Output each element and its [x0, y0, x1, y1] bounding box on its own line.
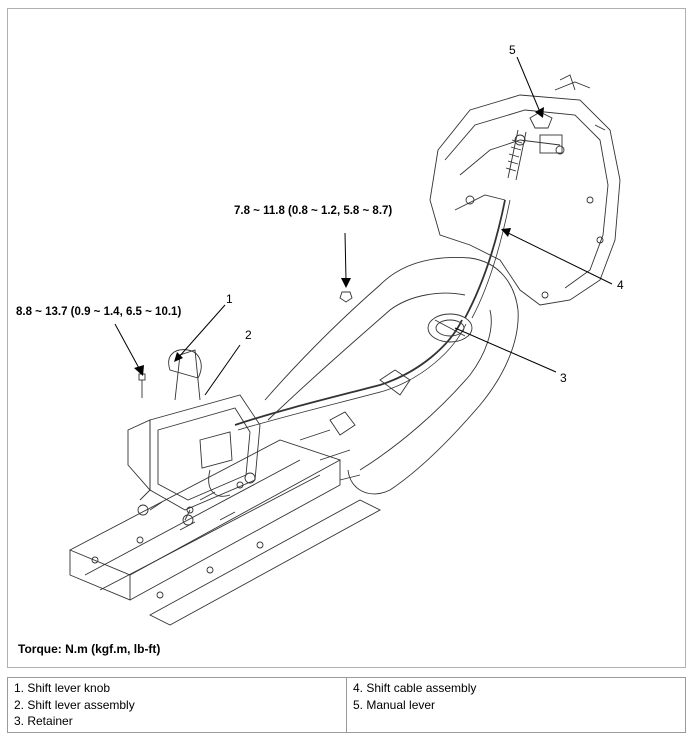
- legend-item: 3. Retainer: [14, 714, 73, 728]
- callout-3: 3: [560, 371, 567, 385]
- callout-1: 1: [226, 292, 233, 306]
- legend-item: 1. Shift lever knob: [14, 681, 111, 695]
- diagram-frame: [7, 8, 686, 668]
- floor-rails: [68, 439, 381, 626]
- torque-spec-lever-bolt: 8.8 ~ 13.7 (0.9 ~ 1.4, 6.5 ~ 10.1): [16, 306, 182, 318]
- legend-column-left: 1. Shift lever knob 2. Shift lever assem…: [8, 678, 346, 732]
- legend-item: 2. Shift lever assembly: [14, 697, 135, 712]
- torque-units-note: Torque: N.m (kgf.m, lb-ft): [18, 642, 161, 656]
- floor-tunnel: [264, 257, 519, 495]
- torque-spec-cable-bracket: 7.8 ~ 11.8 (0.8 ~ 1.2, 5.8 ~ 8.7): [234, 205, 393, 217]
- legend-item: 5. Manual lever: [353, 697, 436, 712]
- manual-lever: [505, 111, 553, 181]
- callout-2: 2: [245, 328, 252, 342]
- retainer: [427, 313, 473, 343]
- legend-column-right: 4. Shift cable assembly 5. Manual lever: [346, 678, 685, 732]
- callout-4: 4: [617, 278, 624, 292]
- leader-lines: [114, 56, 613, 396]
- shift-lever-assembly: [127, 349, 261, 526]
- transaxle-housing: [429, 74, 621, 306]
- arrowheads: [134, 107, 544, 376]
- callout-5: 5: [509, 43, 516, 57]
- parts-legend: 1. Shift lever knob 2. Shift lever assem…: [7, 677, 686, 733]
- shift-cable-assembly: [234, 199, 511, 431]
- lever-bolt: [138, 373, 146, 398]
- bracket-nut: [339, 291, 353, 303]
- legend-item: 4. Shift cable assembly: [353, 681, 477, 695]
